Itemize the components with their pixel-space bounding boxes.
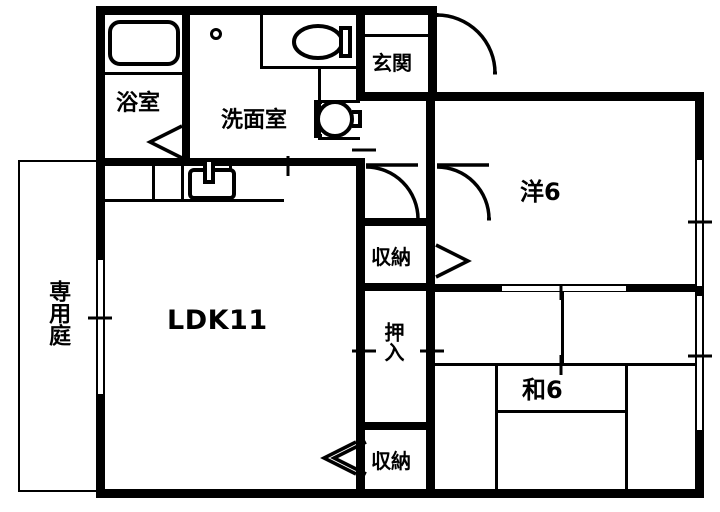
window-japanese-north [500,286,628,291]
label-washroom: 洗面室 [221,108,288,133]
wall-bathroom-right [182,6,190,160]
line-counter-div1 [152,166,155,202]
line-tatami-h2 [495,410,628,413]
wall-entrance-right [428,6,437,101]
room-fill-garden [18,162,96,492]
wall-wet-bottom [96,158,360,166]
wall-closet-top-upper [356,218,435,226]
line-toilet-bottom [260,66,360,69]
line-basin-top [318,100,360,103]
line-entrance-step [365,34,428,37]
corridor-door-swing [365,163,420,220]
line-tatami-v2 [625,365,628,492]
entrance-door-swing [435,13,497,75]
line-garden-left [18,160,20,492]
line-counter-right [229,166,232,202]
label-ldk: LDK11 [167,305,268,336]
window-western-east [697,158,702,288]
line-tatami-top [434,363,696,366]
label-garden: 専用庭 [45,280,71,346]
label-closet-bottom: 収納 [371,449,411,473]
line-counter-bottom [104,199,284,202]
room-fill-ldk [104,166,356,492]
label-bathroom: 浴室 [116,91,161,116]
line-counter-div2 [181,166,184,202]
room-fill-entrance [368,12,430,92]
line-bathtub-bottom [104,72,184,75]
wall-entrance-left [356,6,365,101]
line-jp-upper-div [561,292,564,365]
wall-left-wet [96,6,105,166]
window-japanese-east [697,294,702,432]
wall-top-left [96,6,436,15]
line-basin-bottom [318,137,360,140]
wall-top-entrance-cap [428,6,437,15]
wall-top-right [356,92,704,101]
line-garden-bottom [18,490,100,492]
window-ldk-west [98,258,103,396]
wall-closet-top-lower [356,283,435,291]
wall-ldk-right [356,158,365,498]
room-fill-japanese [434,292,696,492]
line-wash-upper-div [260,6,263,68]
label-entrance: 玄関 [372,51,412,75]
wall-bottom [96,489,704,498]
line-garden-top [18,160,100,162]
wall-corridor-right [426,101,435,498]
label-oshiire: 押入 [381,322,405,362]
label-western-room: 洋6 [520,178,561,206]
label-closet-top: 収納 [371,245,411,269]
wall-oshiire-bottom [356,422,435,430]
line-tatami-v1 [495,365,498,492]
line-basin-left [318,69,321,139]
room-fill-western [434,98,696,286]
label-japanese-room: 和6 [522,376,563,404]
